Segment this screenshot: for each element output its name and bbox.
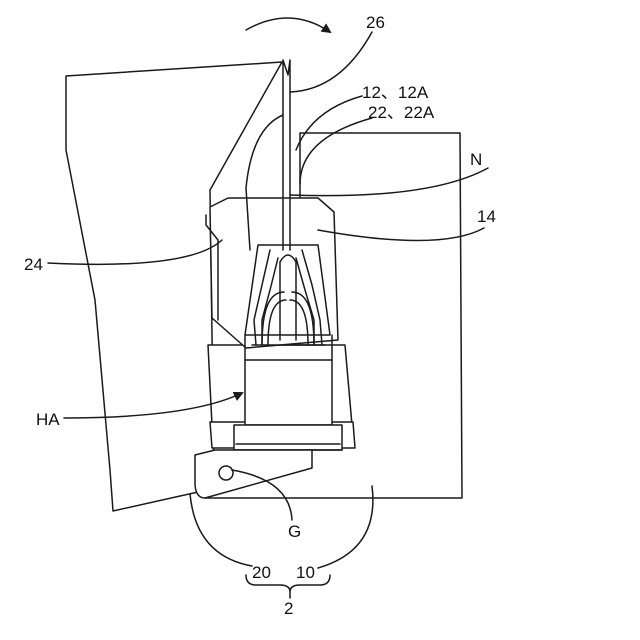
hub-flange — [234, 425, 342, 450]
label-10: 10 — [296, 563, 315, 582]
label-24: 24 — [24, 255, 43, 274]
label-12-12a: 12、12A — [362, 83, 429, 102]
label-22-22a: 22、22A — [368, 103, 435, 122]
label-ha: HA — [36, 410, 60, 429]
leader-20 — [190, 494, 252, 566]
label-n: N — [470, 150, 482, 169]
label-26: 26 — [366, 13, 385, 32]
rotation-arrow — [246, 18, 330, 32]
grip-hole — [219, 466, 233, 480]
label-20: 20 — [252, 563, 271, 582]
leader-26 — [290, 32, 372, 92]
label-2: 2 — [284, 599, 293, 618]
label-14: 14 — [477, 207, 496, 226]
hub-upper — [245, 245, 330, 335]
hub-body — [245, 360, 332, 425]
label-g: G — [288, 522, 301, 541]
